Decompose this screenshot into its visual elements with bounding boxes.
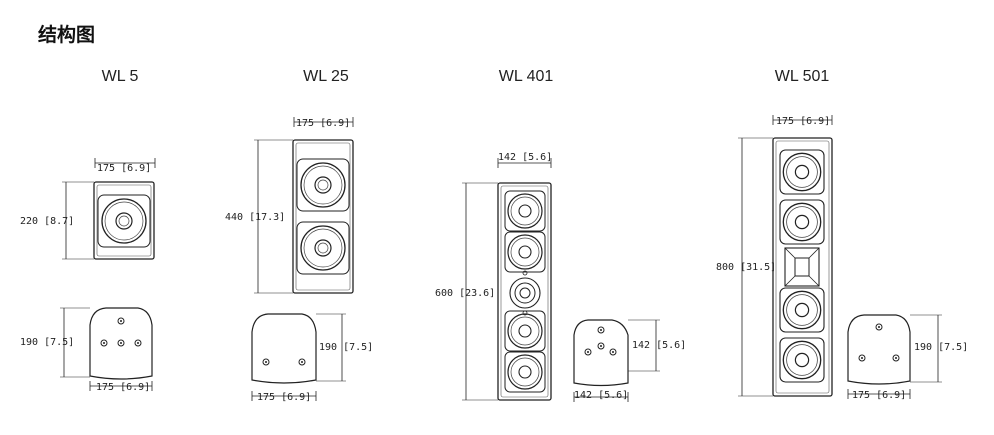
wl501-horn: [784, 247, 820, 287]
wl5-back-width-label: 175 [6.9]: [96, 382, 150, 393]
wl401-front-view: [462, 158, 552, 401]
wl501-back-height-label: 190 [7.5]: [914, 342, 968, 353]
wl401-front-height-label: 600 [23.6]: [435, 288, 495, 299]
model-label-wl401: WL 401: [498, 68, 554, 85]
wl5-front-height-label: 220 [8.7]: [20, 216, 74, 227]
model-label-wl25: WL 25: [303, 68, 349, 85]
wl25-front-width-label: 175 [6.9]: [296, 118, 350, 129]
wl25-front-view: [254, 117, 354, 294]
wl401-back-height-label: 142 [5.6]: [632, 340, 686, 351]
wl501-back-width-label: 175 [6.9]: [852, 390, 906, 401]
wl25-front-height-label: 440 [17.3]: [225, 212, 285, 223]
wl5-front-view: [62, 158, 156, 260]
wl5-back-height-label: 190 [7.5]: [20, 337, 74, 348]
model-label-wl5: WL 5: [101, 68, 139, 85]
wl401-back-view: [573, 319, 660, 402]
wl5-back-view: [60, 307, 153, 391]
page-title: 结构图: [38, 24, 96, 46]
model-label-wl501: WL 501: [774, 68, 830, 85]
wl25-back-height-label: 190 [7.5]: [319, 342, 373, 353]
wl501-front-width-label: 175 [6.9]: [776, 116, 830, 127]
wl401-front-width-label: 142 [5.6]: [498, 152, 552, 163]
wl401-back-width-label: 142 [5.6]: [574, 390, 628, 401]
wl401-tweeter: [509, 270, 541, 316]
wl501-front-height-label: 800 [31.5]: [716, 262, 776, 273]
wl25-back-view: [251, 313, 346, 401]
wl5-front-width-label: 175 [6.9]: [97, 163, 151, 174]
wl25-back-width-label: 175 [6.9]: [257, 392, 311, 403]
wl501-front-view: [738, 115, 833, 397]
wl501-back-view: [847, 314, 942, 399]
